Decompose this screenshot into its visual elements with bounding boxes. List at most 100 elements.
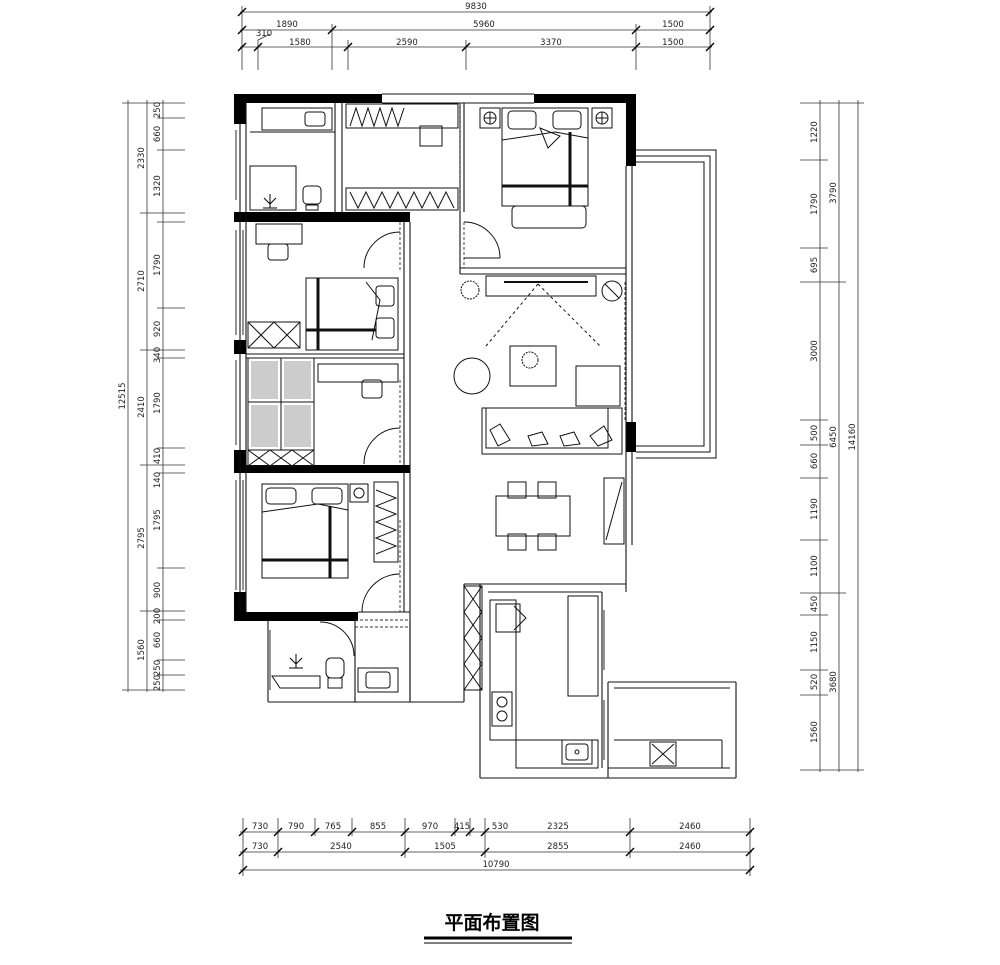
dim-bottom-l: 1505 [434,842,456,852]
dim-right-h: 500 [810,425,820,441]
dim-left-k: 340 [153,347,163,363]
dim-right-a: 3790 [829,182,839,204]
dim-left-g: 660 [153,126,163,142]
dim-right-c: 3680 [829,671,839,693]
dim-left-d: 2795 [137,527,147,549]
bed-3 [261,483,349,579]
dim-left-s: 250 [153,660,163,676]
sofa [481,407,623,455]
dim-left-o: 1795 [153,509,163,531]
windows [235,130,605,760]
dim-left-a: 2330 [137,147,147,169]
door-swing-bath2 [319,621,355,657]
plant-icon [460,280,480,300]
dim-bottom-j: 730 [252,842,268,852]
dimension-bottom [240,818,752,876]
tv-panel [603,477,625,545]
dim-left-l: 1790 [153,392,163,414]
dimension-bottom-ticks [238,827,755,875]
utility-balcony [608,687,730,769]
dim-left-n: 140 [153,472,163,488]
dimension-left [122,100,185,692]
dim-top-a: 1890 [276,20,298,30]
master-bed [501,107,589,207]
dim-right-j: 1190 [810,498,820,520]
dim-bottom-i: 2460 [679,822,701,832]
dim-left-t: 250 [153,675,163,691]
dimension-top-ticks [237,7,715,52]
bathroom-1-vanity [261,107,333,131]
round-stool [453,357,491,395]
exterior-walls [234,94,636,621]
opening-dashes [355,103,626,628]
dim-bottom-total: 10790 [482,860,509,870]
floor-drain-icon [263,194,277,209]
dim-right-e: 1790 [810,193,820,215]
dim-bottom-n: 2460 [679,842,701,852]
chair [267,243,289,261]
dim-top-g: 3370 [540,38,562,48]
dim-bottom-k: 2540 [330,842,352,852]
dim-top-h: 1500 [662,38,684,48]
dim-top-d: 310 [256,29,272,39]
bench [511,205,587,229]
armchair [575,365,621,407]
dim-bottom-e: 970 [422,822,438,832]
dim-right-m: 1150 [810,631,820,653]
dimension-labels: 9830 1890 5960 1500 310 1580 2590 3370 1… [118,2,858,870]
dim-left-c: 2410 [137,396,147,418]
dim-right-k: 1100 [810,555,820,577]
dim-left-h: 1320 [153,175,163,197]
door-swing-bed2 [363,231,401,269]
dim-right-d: 1220 [810,121,820,143]
bedroom-3 [261,481,401,613]
study-chair [361,379,383,399]
bedroom-2 [247,223,401,351]
dim-left-e: 1560 [137,639,147,661]
desk [255,223,303,245]
fridge [495,603,521,633]
dim-left-i: 1790 [153,254,163,276]
bathroom-1-shower [249,165,297,211]
balcony [636,149,717,459]
dim-right-g: 3000 [810,340,820,362]
living-room [453,275,625,545]
dim-right-i: 660 [810,453,820,469]
dim-bottom-m: 2855 [547,842,569,852]
gas-stove [491,691,513,727]
bathroom-2-toilet-icon [325,657,345,679]
dim-left-total: 12515 [118,382,128,409]
dim-top-c: 1500 [662,20,684,30]
dim-left-q: 200 [153,608,163,624]
dim-bottom-f: 415 [454,822,470,832]
counter-right [567,595,599,697]
dim-right-n: 520 [810,674,820,690]
bathroom-1-toilet-icon [302,185,322,205]
hanger-zigzag-1 [349,106,405,128]
nightstand-right [591,107,613,129]
dim-left-j: 920 [153,321,163,337]
dim-left-p: 900 [153,582,163,598]
round-side-table [601,280,623,302]
dim-bottom-b: 790 [288,822,304,832]
counter-left [489,599,517,741]
floor-drain-icon [289,654,303,669]
wardrobe-3 [373,481,399,563]
bathroom-2 [271,621,399,693]
door-swing-master [463,221,501,259]
cabinet [247,321,301,349]
bed-2 [305,277,399,351]
dim-right-l: 450 [810,596,820,612]
study-desk [317,363,399,383]
dim-right-b: 6450 [829,426,839,448]
dim-bottom-d: 855 [370,822,386,832]
dim-bottom-a: 730 [252,822,268,832]
utility-sink [649,741,677,767]
dim-bottom-h: 2325 [547,822,569,832]
bathroom-1-basin [304,111,326,127]
closet-stool [419,125,443,147]
kitchen [463,585,599,769]
dim-top-b: 5960 [473,20,495,30]
master-bedroom [463,107,613,259]
